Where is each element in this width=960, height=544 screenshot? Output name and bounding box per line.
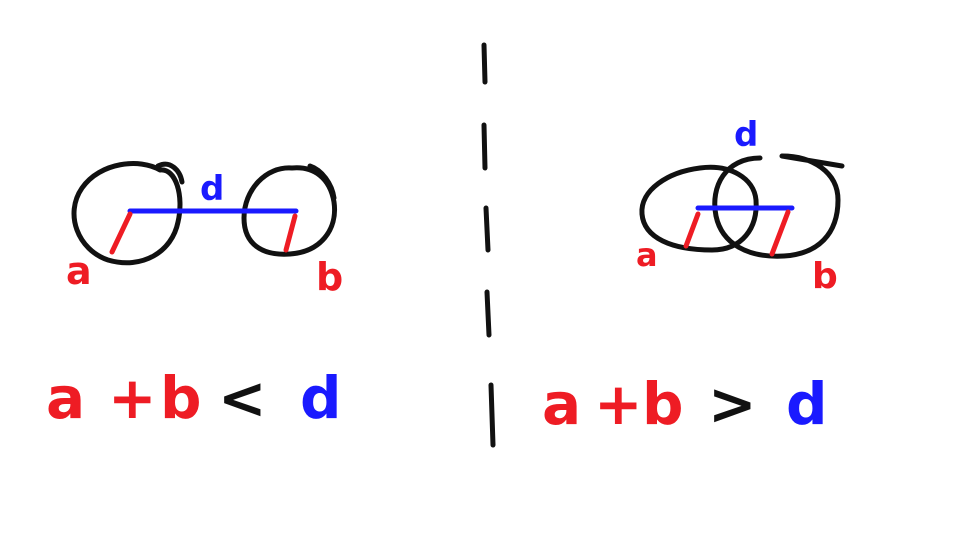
left-formula-b: b bbox=[160, 364, 202, 432]
left-radius-a bbox=[109, 211, 133, 255]
right-radius-a bbox=[683, 211, 701, 249]
right-formula-operator: > bbox=[708, 370, 757, 438]
left-formula-a: a bbox=[46, 364, 85, 432]
left-formula-plus: + bbox=[108, 364, 157, 432]
right-label-d: d bbox=[734, 115, 758, 155]
left-label-a: a bbox=[66, 249, 92, 293]
right-formula-b: b bbox=[642, 370, 684, 438]
right-circle-b bbox=[712, 153, 845, 259]
right-diagram: d a b bbox=[636, 115, 845, 297]
right-formula-a: a bbox=[542, 370, 581, 438]
right-formula-plus: + bbox=[594, 370, 643, 438]
left-formula-operator: < bbox=[218, 364, 267, 432]
left-label-b: b bbox=[316, 255, 343, 299]
left-circle-a bbox=[71, 161, 183, 266]
left-formula: a + b < d bbox=[46, 364, 342, 432]
left-radius-b bbox=[283, 213, 298, 253]
divider-dashed-line bbox=[481, 42, 496, 448]
right-formula-d: d bbox=[786, 370, 828, 438]
left-diagram: d a b bbox=[66, 161, 343, 299]
right-radius-b bbox=[769, 209, 791, 257]
right-label-a: a bbox=[636, 236, 658, 274]
left-circle-b-tail bbox=[307, 163, 337, 201]
left-circle-a-tail bbox=[155, 161, 185, 185]
left-formula-d: d bbox=[300, 364, 342, 432]
right-formula: a + b > d bbox=[542, 370, 828, 438]
left-label-d: d bbox=[200, 169, 224, 209]
right-circle-a bbox=[639, 164, 759, 253]
right-label-b: b bbox=[812, 256, 838, 297]
